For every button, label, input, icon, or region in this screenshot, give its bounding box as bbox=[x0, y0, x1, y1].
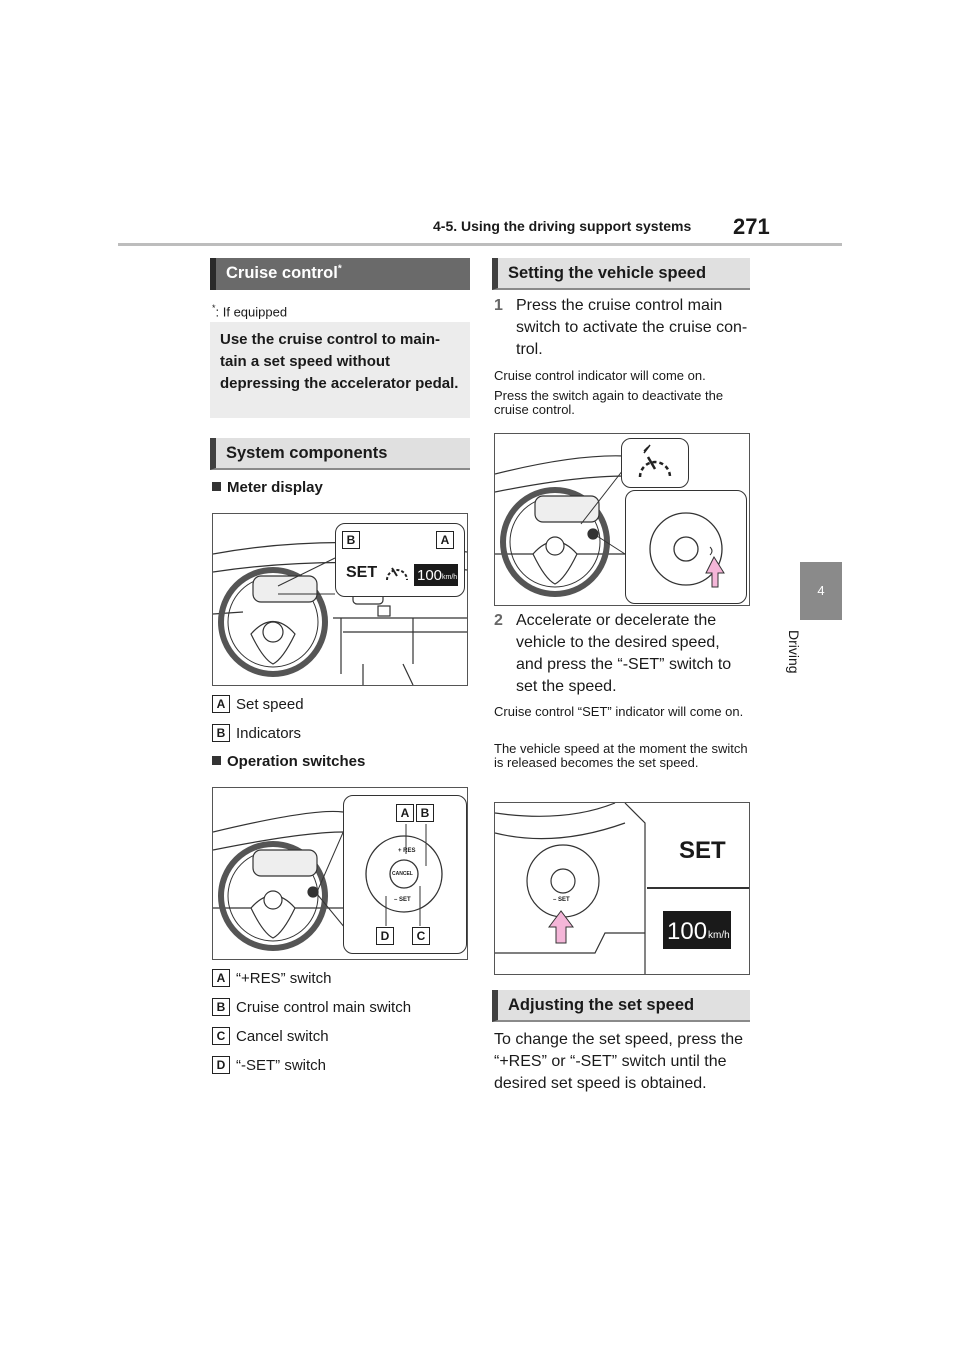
label-b: B bbox=[416, 804, 434, 822]
label-d: D bbox=[376, 927, 394, 945]
indicator-callout bbox=[621, 438, 689, 488]
cruise-gauge-icon bbox=[638, 444, 672, 478]
page-number: 271 bbox=[733, 214, 770, 239]
step-2-note-1: Cruise control “SET” indicator will come… bbox=[494, 704, 744, 719]
label-b: B bbox=[342, 531, 360, 549]
step-1-note-1: Cruise control indicator will come on. bbox=[494, 368, 706, 383]
steering-illustration bbox=[494, 455, 626, 597]
switch-dial bbox=[365, 824, 443, 926]
press-arrow-icon bbox=[705, 555, 725, 588]
setting-speed-heading: Setting the vehicle speed bbox=[492, 258, 750, 290]
label-c: C bbox=[412, 927, 430, 945]
main-switch-figure bbox=[494, 433, 750, 606]
cruise-control-heading: Cruise control* bbox=[210, 258, 470, 290]
cruise-gauge-icon bbox=[384, 560, 410, 589]
set-indicator: SET bbox=[679, 837, 726, 864]
press-arrow-icon bbox=[548, 910, 574, 944]
operation-switches-figure: A B + RES CANCEL – SET D C bbox=[212, 787, 468, 960]
cancel-switch-label: CANCEL bbox=[392, 871, 413, 877]
legend-set-switch: D“-SET” switch bbox=[212, 1056, 326, 1074]
steering-illustration bbox=[212, 810, 346, 951]
section-title: 4-5. Using the driving support systems bbox=[433, 218, 692, 234]
footnote: *: If equipped bbox=[212, 303, 288, 320]
system-components-heading: System components bbox=[210, 438, 470, 470]
meter-display-heading: Meter display bbox=[212, 479, 323, 496]
chapter-label: Driving bbox=[786, 630, 802, 674]
label-a: A bbox=[396, 804, 414, 822]
main-switch-callout bbox=[625, 490, 747, 604]
step-2-note-2: The vehicle speed at the moment the swit… bbox=[494, 741, 748, 770]
dashboard-illustration bbox=[212, 541, 468, 686]
intro-box: Use the cruise control to main-tain a se… bbox=[210, 322, 470, 418]
set-switch-label: – SET bbox=[553, 897, 570, 903]
main-switch-dial bbox=[649, 512, 725, 588]
adjust-paragraph: To change the set speed, press the “+RES… bbox=[494, 1031, 744, 1092]
operation-switches-heading: Operation switches bbox=[212, 753, 365, 770]
header-rule bbox=[118, 243, 842, 246]
adjusting-speed-heading: Adjusting the set speed bbox=[492, 990, 750, 1022]
res-switch-label: + RES bbox=[398, 848, 416, 854]
label-a: A bbox=[436, 531, 454, 549]
switch-callout: A B + RES CANCEL – SET D C bbox=[343, 795, 467, 954]
set-switch-label: – SET bbox=[394, 897, 411, 903]
chapter-tab: 4 bbox=[800, 562, 842, 620]
set-indicator: SET bbox=[346, 564, 378, 581]
step-1-note-2: Press the switch again to deactivate the… bbox=[494, 388, 724, 417]
set-switch-illustration bbox=[494, 802, 749, 974]
legend-res-switch: A“+RES” switch bbox=[212, 969, 331, 987]
